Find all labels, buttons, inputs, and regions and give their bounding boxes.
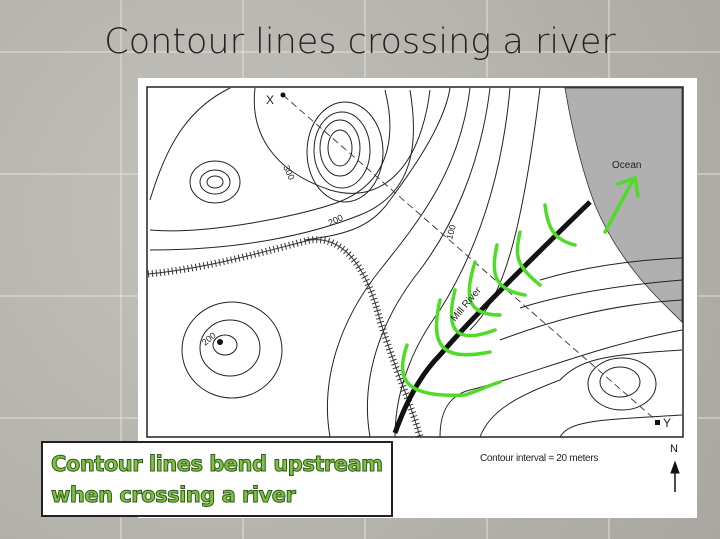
- contour-lines: [149, 87, 683, 438]
- caption-line-1: Contour lines bend upstream: [51, 452, 384, 477]
- north-label: N: [670, 443, 678, 455]
- caption-box: Contour lines bend upstream when crossin…: [41, 441, 393, 517]
- mill-river: [392, 200, 592, 434]
- cross-section-line: [282, 94, 659, 423]
- highlighted-contour-bends: [400, 175, 640, 398]
- point-y-marker: [655, 420, 660, 425]
- contour-interval-note: Contour interval = 20 meters: [480, 453, 599, 464]
- ocean: [564, 87, 683, 323]
- summit-marker: [217, 339, 223, 345]
- slide-title: Contour lines crossing a river: [104, 22, 616, 62]
- point-y-label: Y: [663, 416, 671, 430]
- north-arrow-icon: [670, 460, 680, 492]
- caption-line-2: when crossing a river: [51, 483, 297, 508]
- ocean-label: Ocean: [612, 160, 641, 171]
- contour-label-100: 100: [444, 223, 458, 240]
- railroad: [147, 236, 424, 438]
- point-x-marker: [280, 92, 286, 98]
- point-x-label: X: [266, 93, 274, 107]
